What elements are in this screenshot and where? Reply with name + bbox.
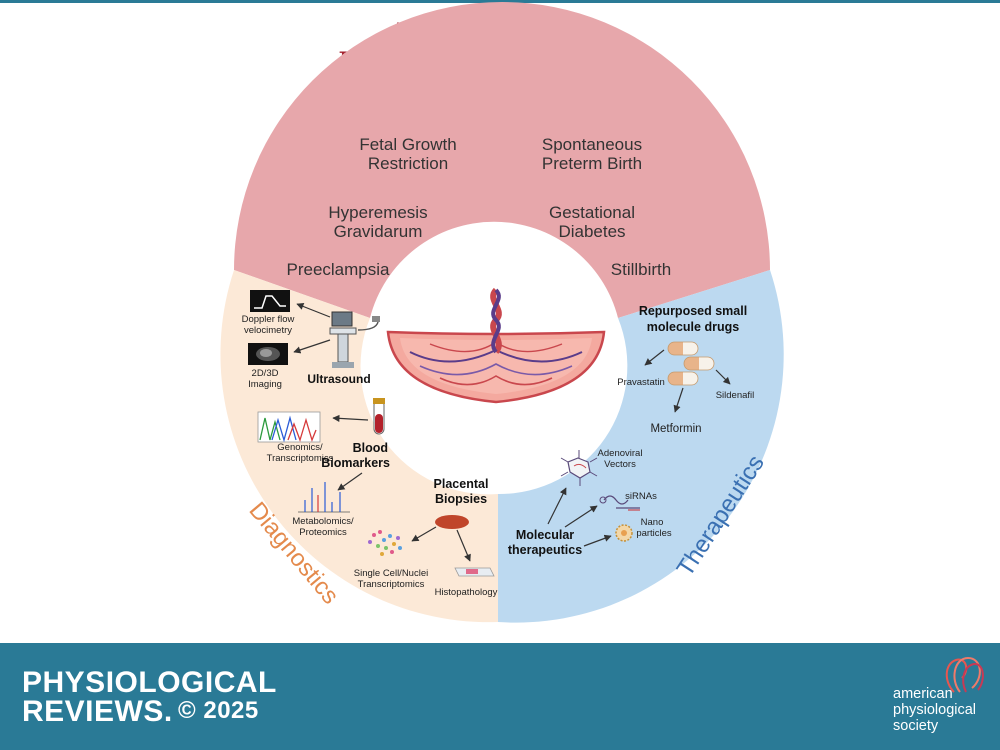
society-name-line1: american	[893, 686, 953, 702]
label-histopathology: Histopathology	[435, 587, 498, 598]
label-genomics-1: Genomics/	[277, 442, 323, 453]
mass-spectrum-icon	[298, 482, 350, 513]
label-pravastatin: Pravastatin	[617, 377, 665, 388]
label-single-cell-2: Transcriptomics	[358, 579, 425, 590]
journal-name-line2: REVIEWS.	[22, 695, 173, 728]
label-adenoviral-1: Adenoviral	[598, 448, 643, 459]
label-preeclampsia: Preeclampsia	[287, 260, 391, 279]
society-name-line3: society	[893, 718, 939, 734]
top-rule	[0, 0, 1000, 3]
diagnostics-ring	[220, 270, 498, 623]
label-blood-biomarkers-1: Blood	[353, 441, 388, 455]
umap-cluster-icon	[368, 530, 402, 556]
journal-name-line1: PHYSIOLOGICAL	[22, 666, 277, 699]
label-metabolomics-2: Proteomics	[299, 527, 347, 538]
label-genomics-2: Transcriptomics	[267, 453, 334, 464]
label-imaging-1: 2D/3D	[252, 368, 279, 379]
label-nano-2: particles	[636, 528, 672, 539]
tissue-sample-icon	[435, 515, 469, 529]
label-sildenafil: Sildenafil	[716, 390, 755, 401]
arrow-to-metformin	[673, 387, 684, 413]
label-molecular-2: therapeutics	[508, 543, 582, 557]
arrow-to-sildenafil	[715, 369, 731, 385]
label-doppler-1: Doppler flow	[242, 314, 295, 325]
adenovirus-icon	[560, 450, 598, 486]
footer-bar	[0, 643, 1000, 750]
label-fetal-growth-restriction-2: Restriction	[368, 154, 448, 173]
label-hyperemesis-gravidarum-1: Hyperemesis	[328, 203, 427, 222]
pill-capsules-icon	[667, 341, 715, 386]
blood-tube-icon	[373, 398, 385, 435]
sequencing-chromatogram-icon	[257, 411, 321, 443]
diagram-wheel: Fetal Growth Restriction Spontaneous Pre…	[220, 2, 784, 623]
label-doppler-2: velocimetry	[244, 325, 292, 336]
label-adenoviral-2: Vectors	[604, 459, 636, 470]
label-molecular-1: Molecular	[516, 528, 574, 542]
label-imaging-2: Imaging	[248, 379, 282, 390]
label-stillbirth: Stillbirth	[611, 260, 671, 279]
microscope-slide-icon	[454, 567, 495, 577]
label-fetal-growth-restriction-1: Fetal Growth	[359, 135, 456, 154]
label-ultrasound: Ultrasound	[307, 372, 370, 386]
label-placental-biopsies-1: Placental	[434, 477, 489, 491]
ultrasound-image-icon	[248, 343, 288, 365]
label-hyperemesis-gravidarum-2: Gravidarum	[334, 222, 423, 241]
label-nano-1: Nano	[641, 517, 664, 528]
label-blood-biomarkers-2: Biomarkers	[321, 456, 390, 470]
label-repurposed-2: molecule drugs	[647, 320, 739, 334]
arrow-to-nano	[583, 534, 612, 547]
label-spontaneous-preterm-birth-1: Spontaneous	[542, 135, 642, 154]
arrow-to-metabolomics	[337, 472, 363, 491]
arrow-to-sirnas	[564, 505, 598, 528]
society-logo-icon	[945, 656, 984, 693]
label-metabolomics-1: Metabolomics/	[292, 516, 354, 527]
doppler-waveform-icon	[250, 290, 290, 312]
arrow-to-imaging	[293, 339, 331, 354]
arrow-to-doppler	[296, 303, 331, 318]
society-name-line2: physiological	[893, 702, 977, 718]
arrow-to-single-cell	[411, 526, 437, 542]
label-repurposed-1: Repurposed small	[639, 304, 747, 318]
label-single-cell-1: Single Cell/Nuclei	[354, 568, 428, 579]
label-gestational-diabetes-1: Gestational	[549, 203, 635, 222]
arrow-to-adenoviral	[547, 487, 567, 525]
arrow-to-histopathology	[456, 529, 471, 562]
label-placental-biopsies-2: Biopsies	[435, 492, 487, 506]
label-metformin: Metformin	[650, 423, 701, 435]
ultrasound-machine-icon	[329, 311, 380, 368]
label-sirnas: siRNAs	[625, 491, 657, 502]
nanoparticle-icon	[615, 524, 633, 542]
therapeutics-ring	[498, 270, 784, 623]
label-spontaneous-preterm-birth-2: Preterm Birth	[542, 154, 642, 173]
placenta-illustration	[386, 287, 606, 404]
complications-ring	[234, 2, 770, 318]
arrow-to-genomics	[332, 414, 369, 422]
copyright-year: © 2025	[178, 697, 259, 724]
arrow-to-pravastatin	[644, 349, 665, 366]
label-gestational-diabetes-2: Diabetes	[558, 222, 625, 241]
sirna-icon	[599, 495, 640, 511]
